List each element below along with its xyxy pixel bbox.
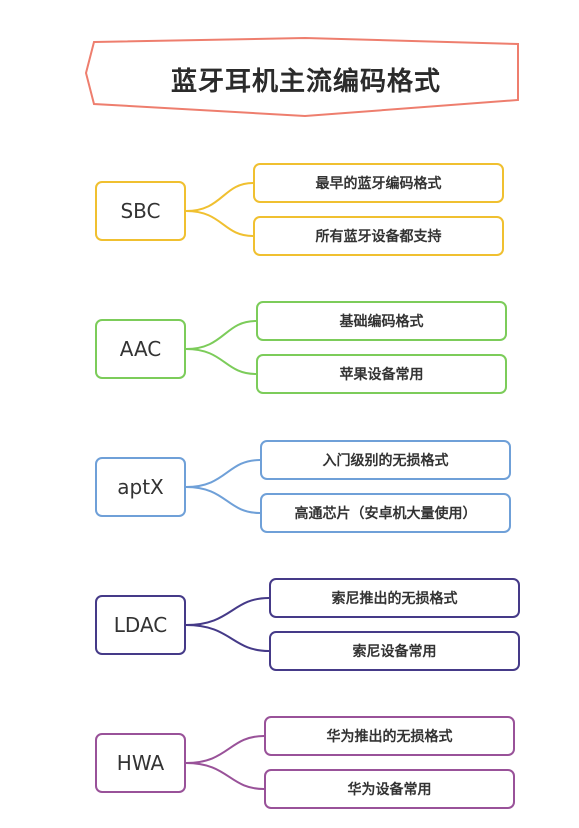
- node-hwa: HWA: [95, 733, 186, 793]
- leaf-hwa-1: 华为推出的无损格式: [264, 716, 515, 756]
- connectors: [185, 182, 270, 790]
- leaf-aac-1: 基础编码格式: [256, 301, 507, 341]
- leaf-sbc-1: 最早的蓝牙编码格式: [253, 163, 504, 203]
- connector-ldac-1: [185, 597, 270, 626]
- leaf-hwa-2: 华为设备常用: [264, 769, 515, 809]
- connector-sbc-1: [185, 182, 254, 212]
- node-ldac: LDAC: [95, 595, 186, 655]
- title-shape: [84, 36, 519, 118]
- node-sbc: SBC: [95, 181, 186, 241]
- leaf-ldac-1: 索尼推出的无损格式: [269, 578, 520, 618]
- leaf-aptx-1: 入门级别的无损格式: [260, 440, 511, 480]
- leaf-aac-2: 苹果设备常用: [256, 354, 507, 394]
- connector-hwa-2: [185, 762, 265, 790]
- node-aac: AAC: [95, 319, 186, 379]
- page-title: 蓝牙耳机主流编码格式: [170, 66, 441, 97]
- leaf-ldac-2: 索尼设备常用: [269, 631, 520, 671]
- connector-aptx-1: [185, 459, 261, 488]
- connector-hwa-1: [185, 735, 265, 764]
- leaf-aptx-2: 高通芯片（安卓机大量使用）: [260, 493, 511, 533]
- node-aptx: aptX: [95, 457, 186, 517]
- connector-aac-1: [185, 320, 257, 350]
- connector-aptx-2: [185, 486, 261, 514]
- connector-sbc-2: [185, 210, 254, 237]
- connector-aac-2: [185, 348, 257, 375]
- connector-ldac-2: [185, 624, 270, 652]
- leaf-sbc-2: 所有蓝牙设备都支持: [253, 216, 504, 256]
